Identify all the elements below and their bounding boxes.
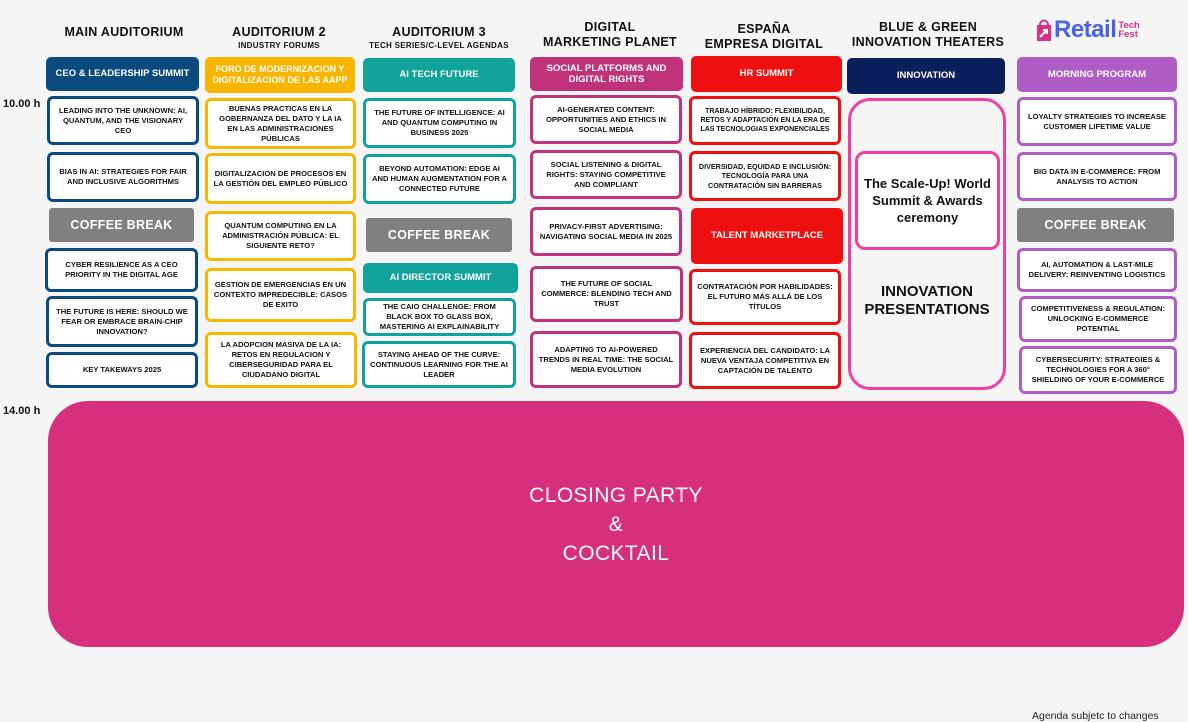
column-title: BLUE & GREEN xyxy=(878,20,978,34)
session-main-3[interactable]: CYBER RESILIENCE AS A CEO PRIORITY IN TH… xyxy=(45,248,198,292)
session-aud2-4[interactable]: GESTION DE EMERGENCIAS EN UN CONTEXTO IM… xyxy=(205,268,356,322)
session-aud2-3[interactable]: QUANTUM COMPUTING EN LA ADMINISTRACIÓN P… xyxy=(205,211,356,261)
column-title: MAIN AUDITORIUM xyxy=(64,25,184,39)
column-title: ESPAÑA xyxy=(737,22,791,36)
retail-tech-fest-logo: Retail Tech Fest xyxy=(1034,14,1174,46)
session-dmp-3[interactable]: PRIVACY-FIRST ADVERTISING: NAVIGATING SO… xyxy=(530,207,682,256)
session-dmp-1[interactable]: AI-GENERATED CONTENT: OPPORTUNITIES AND … xyxy=(530,95,682,144)
logo-small-text: Tech Fest xyxy=(1118,20,1140,40)
logo-mark-icon xyxy=(1037,19,1051,41)
column-subtitle: TECH SERIES/C-LEVEL AGENDAS xyxy=(369,41,509,50)
session-morning-5[interactable]: CYBERSECURITY: STRATEGIES & TECHNOLOGIES… xyxy=(1019,346,1177,394)
session-main-1[interactable]: LEADING INTO THE UNKNOWN: AI, QUANTUM, A… xyxy=(47,96,199,145)
session-esp-4[interactable]: EXPERIENCIA DEL CANDIDATO: LA NUEVA VENT… xyxy=(689,332,841,389)
closing-party-block[interactable]: CLOSING PARTY & COCKTAIL xyxy=(48,401,1184,647)
session-morning-2[interactable]: BIG DATA IN E-COMMERCE: FROM ANALYSIS TO… xyxy=(1017,152,1177,201)
column-title-line2: MARKETING PLANET xyxy=(543,35,677,49)
session-aud3-3[interactable]: THE CAIO CHALLENGE: FROM BLACK BOX TO GL… xyxy=(363,298,516,336)
agenda-disclaimer: Agenda subjetc to changes xyxy=(1032,710,1159,722)
column-subtitle: INDUSTRY FORUMS xyxy=(238,41,320,50)
session-morning-3[interactable]: AI, AUTOMATION & LAST-MILE DELIVERY: REI… xyxy=(1017,248,1177,292)
session-main-2[interactable]: BIAS IN AI: STRATEGIES FOR FAIR AND INCL… xyxy=(47,152,199,202)
session-aud2-2[interactable]: DIGITALIZACION DE PROCESOS EN LA GESTIÓN… xyxy=(205,153,356,204)
track-social-platforms: SOCIAL PLATFORMS AND DIGITAL RIGHTS xyxy=(530,57,683,91)
time-label-14: 14.00 h xyxy=(3,405,41,417)
time-label-10: 10.00 h xyxy=(3,98,41,110)
session-morning-4[interactable]: COMPETITIVENESS & REGULATION: UNLOCKING … xyxy=(1019,296,1177,342)
innovation-presentations-label: INNOVATION PRESENTATIONS xyxy=(864,283,990,318)
session-dmp-5[interactable]: ADAPTING TO AI-POWERED TRENDS IN REAL TI… xyxy=(530,331,682,388)
session-esp-1[interactable]: TRABAJO HÍBRIDO: FLEXIBILIDAD, RETOS Y A… xyxy=(689,96,841,145)
column-title: DIGITAL xyxy=(584,20,636,34)
coffee-break-aud3: COFFEE BREAK xyxy=(366,218,512,252)
closing-line-2: & xyxy=(608,512,624,536)
track-ai-director-summit: AI DIRECTOR SUMMIT xyxy=(363,263,518,293)
column-title-line2: EMPRESA DIGITAL xyxy=(704,37,824,51)
session-main-5[interactable]: KEY TAKEWAYS 2025 xyxy=(46,352,198,388)
column-header-auditorium-3: AUDITORIUM 3 TECH SERIES/C-LEVEL AGENDAS xyxy=(358,25,520,51)
session-main-4[interactable]: THE FUTURE IS HERE: SHOULD WE FEAR OR EM… xyxy=(46,296,198,347)
closing-line-1: CLOSING PARTY xyxy=(529,483,703,507)
session-aud2-1[interactable]: BUENAS PRACTICAS EN LA GOBERNANZA DEL DA… xyxy=(205,98,356,149)
session-morning-1[interactable]: LOYALTY STRATEGIES TO INCREASE CUSTOMER … xyxy=(1017,97,1177,146)
coffee-break-main: COFFEE BREAK xyxy=(49,208,194,242)
session-aud3-4[interactable]: STAYING AHEAD OF THE CURVE: CONTINUOUS L… xyxy=(362,341,516,388)
coffee-break-morning: COFFEE BREAK xyxy=(1017,208,1174,242)
track-talent-marketplace: TALENT MARKETPLACE xyxy=(691,208,843,264)
column-title: AUDITORIUM 2 xyxy=(232,25,326,39)
column-header-innovation-theaters: BLUE & GREEN INNOVATION THEATERS xyxy=(843,20,1013,50)
scale-up-summit-box[interactable]: The Scale-Up! World Summit & Awards cere… xyxy=(855,151,1000,250)
session-aud3-1[interactable]: THE FUTURE OF INTELLIGENCE: AI AND QUANT… xyxy=(363,98,516,148)
logo-word: Retail xyxy=(1054,16,1117,43)
track-hr-summit: HR SUMMIT xyxy=(691,56,842,92)
track-ai-tech-future: AI TECH FUTURE xyxy=(363,58,515,92)
session-esp-3[interactable]: CONTRATACIÓN POR HABILIDADES: EL FUTURO … xyxy=(689,269,841,325)
track-morning-program: MORNING PROGRAM xyxy=(1017,57,1177,92)
session-aud2-5[interactable]: LA ADOPCION MASIVA DE LA IA: RETOS EN RE… xyxy=(205,332,357,388)
column-title: AUDITORIUM 3 xyxy=(392,25,486,39)
closing-line-3: COCKTAIL xyxy=(562,541,670,565)
session-dmp-4[interactable]: THE FUTURE OF SOCIAL COMMERCE: BLENDING … xyxy=(530,266,683,322)
column-header-digital-marketing-planet: DIGITAL MARKETING PLANET xyxy=(530,20,690,50)
column-header-auditorium-2: AUDITORIUM 2 INDUSTRY FORUMS xyxy=(204,25,354,51)
column-header-main-auditorium: MAIN AUDITORIUM xyxy=(46,25,202,40)
track-foro-modernizacion: FORO DE MODERNIZACION Y DIGITALIZACION D… xyxy=(205,57,355,93)
session-aud3-2[interactable]: BEYOND AUTOMATION: EDGE AI AND HUMAN AUG… xyxy=(363,154,516,204)
column-header-espana-empresa-digital: ESPAÑA EMPRESA DIGITAL xyxy=(686,22,842,52)
session-dmp-2[interactable]: SOCIAL LISTENING & DIGITAL RIGHTS: STAYI… xyxy=(530,150,682,199)
column-title-line2: INNOVATION THEATERS xyxy=(851,35,1005,49)
session-esp-2[interactable]: DIVERSIDAD, EQUIDAD E INCLUSIÓN: TECNOLO… xyxy=(689,151,841,201)
track-ceo-leadership-summit: CEO & LEADERSHIP SUMMIT xyxy=(46,57,199,91)
track-innovation: INNOVATION xyxy=(847,58,1005,94)
